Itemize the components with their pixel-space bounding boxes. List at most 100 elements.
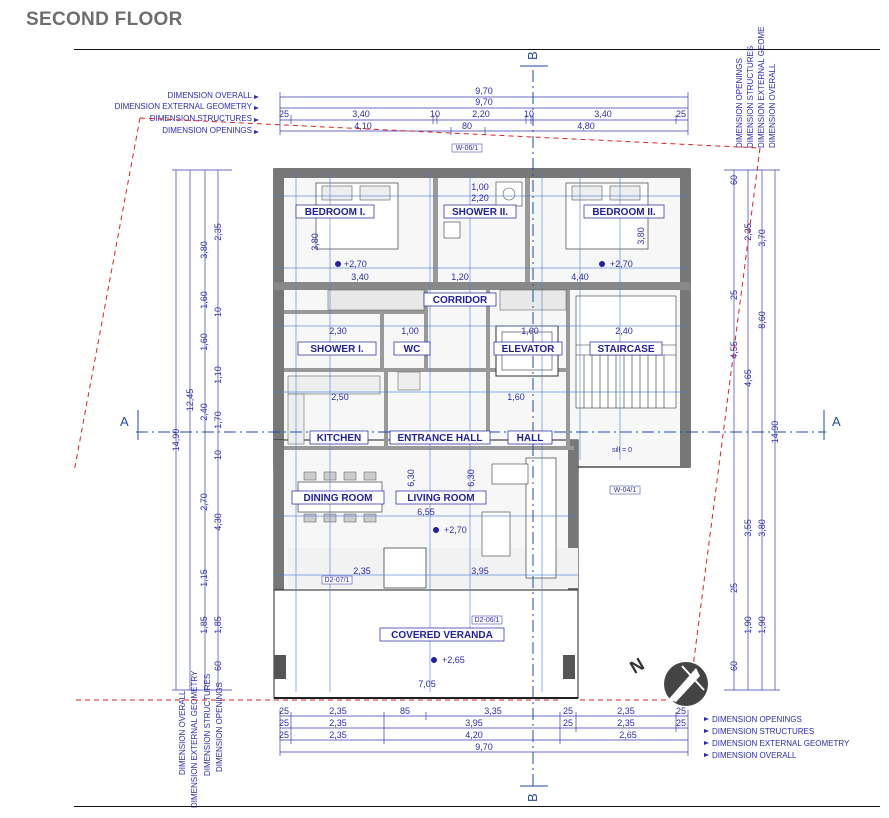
room-shower-1: SHOWER I. <box>310 344 364 355</box>
svg-text:60: 60 <box>729 175 739 185</box>
svg-text:4,40: 4,40 <box>571 272 589 282</box>
svg-text:DIMENSION OVERALL: DIMENSION OVERALL <box>768 63 777 148</box>
svg-text:2,50: 2,50 <box>331 392 349 402</box>
svg-text:25: 25 <box>279 730 289 740</box>
svg-text:2,20: 2,20 <box>471 193 489 203</box>
svg-text:10: 10 <box>213 450 223 460</box>
room-hall: HALL <box>517 433 544 444</box>
svg-text:2,65: 2,65 <box>619 730 637 740</box>
svg-text:10: 10 <box>430 109 440 119</box>
room-corridor: CORRIDOR <box>433 295 488 306</box>
red-dashed-guides <box>73 117 761 701</box>
svg-text:3,55: 3,55 <box>743 519 753 537</box>
svg-text:1,10: 1,10 <box>213 366 223 384</box>
svg-text:7,05: 7,05 <box>418 679 436 689</box>
svg-text:1,90: 1,90 <box>757 616 767 634</box>
svg-text:DIMENSION STRUCTURES: DIMENSION STRUCTURES <box>203 674 212 776</box>
svg-text:2,40: 2,40 <box>199 403 209 421</box>
svg-text:B: B <box>525 51 540 60</box>
right-dimension-values: 14,90 3,70 8,60 3,80 1,90 2,35 4,65 3,55… <box>729 175 780 671</box>
svg-text:2,35: 2,35 <box>213 223 223 241</box>
svg-text:DIMENSION OPENINGS: DIMENSION OPENINGS <box>735 58 744 148</box>
label-dimension-external-top: DIMENSION EXTERNAL GEOMETRY <box>115 102 253 111</box>
label-dimension-openings-top: DIMENSION OPENINGS <box>162 126 252 135</box>
svg-text:2,20: 2,20 <box>472 109 490 119</box>
svg-text:DIMENSION OPENINGS: DIMENSION OPENINGS <box>712 715 802 724</box>
svg-text:25: 25 <box>676 718 686 728</box>
svg-text:3,80: 3,80 <box>310 233 320 251</box>
top-dimension-values: 9,70 9,70 25 3,40 10 2,20 10 3,40 25 4,1… <box>279 86 686 131</box>
svg-text:1,70: 1,70 <box>213 411 223 429</box>
window-tags: W-06/1 D2-07/1 D2-06/1 W-04/1 <box>321 143 641 625</box>
section-markers: A A B B <box>120 51 841 802</box>
svg-text:A: A <box>120 414 129 429</box>
svg-text:9,70: 9,70 <box>475 86 493 96</box>
svg-text:25: 25 <box>563 718 573 728</box>
svg-text:10: 10 <box>524 109 534 119</box>
svg-text:1,15: 1,15 <box>199 569 209 587</box>
label-dimension-structures-top: DIMENSION STRUCTURES <box>150 114 252 123</box>
svg-text:+2,70: +2,70 <box>444 525 467 535</box>
svg-text:12,45: 12,45 <box>185 389 195 412</box>
svg-text:4,80: 4,80 <box>577 121 595 131</box>
svg-text:1,85: 1,85 <box>199 616 209 634</box>
svg-text:DIMENSION OVERALL: DIMENSION OVERALL <box>178 690 187 775</box>
bottom-dimension-legend: DIMENSION OPENINGS DIMENSION STRUCTURES … <box>704 715 850 760</box>
svg-text:DIMENSION STRUCTURES: DIMENSION STRUCTURES <box>746 46 755 148</box>
svg-text:85: 85 <box>400 706 410 716</box>
svg-text:1,60: 1,60 <box>521 326 539 336</box>
svg-text:2,30: 2,30 <box>329 326 347 336</box>
svg-text:25: 25 <box>563 706 573 716</box>
svg-text:6,30: 6,30 <box>466 469 476 487</box>
svg-text:4,55: 4,55 <box>729 341 739 359</box>
svg-text:N: N <box>626 654 647 678</box>
svg-text:2,40: 2,40 <box>615 326 633 336</box>
svg-text:2,35: 2,35 <box>329 706 347 716</box>
svg-text:3,40: 3,40 <box>352 109 370 119</box>
svg-text:80: 80 <box>462 121 472 131</box>
svg-text:DIMENSION STRUCTURES: DIMENSION STRUCTURES <box>712 727 814 736</box>
svg-text:DIMENSION EXTERNAL GEOME: DIMENSION EXTERNAL GEOME <box>757 27 766 149</box>
svg-text:60: 60 <box>213 661 223 671</box>
svg-text:1,60: 1,60 <box>199 291 209 309</box>
svg-text:4,30: 4,30 <box>213 513 223 531</box>
left-bottom-dimension-legend: DIMENSION OVERALL DIMENSION EXTERNAL GEO… <box>178 670 224 808</box>
svg-text:6,55: 6,55 <box>417 507 435 517</box>
room-labels: BEDROOM I. SHOWER II. BEDROOM II. CORRID… <box>291 204 665 642</box>
bottom-dimension-values: 25 2,35 85 3,35 25 2,35 25 25 2,35 3,95 … <box>279 706 686 752</box>
label-dimension-overall-top: DIMENSION OVERALL <box>168 91 253 100</box>
svg-text:25: 25 <box>279 718 289 728</box>
svg-text:2,70: 2,70 <box>199 493 209 511</box>
svg-text:9,70: 9,70 <box>475 742 493 752</box>
svg-text:4,65: 4,65 <box>743 369 753 387</box>
svg-text:3,70: 3,70 <box>757 229 767 247</box>
svg-text:1,60: 1,60 <box>507 392 525 402</box>
svg-text:2,35: 2,35 <box>617 718 635 728</box>
svg-text:DIMENSION OVERALL: DIMENSION OVERALL <box>712 751 797 760</box>
svg-text:3,95: 3,95 <box>471 566 489 576</box>
svg-text:+2,70: +2,70 <box>344 259 367 269</box>
svg-text:25: 25 <box>729 583 739 593</box>
level-markers: +2,70 +2,70 +2,70 +2,65 <box>335 259 633 665</box>
svg-text:3,95: 3,95 <box>465 718 483 728</box>
right-top-dimension-legend: DIMENSION OPENINGS DIMENSION STRUCTURES … <box>735 27 777 149</box>
bottom-frame-line <box>74 806 880 807</box>
svg-text:14,90: 14,90 <box>171 429 181 452</box>
svg-text:9,70: 9,70 <box>475 97 493 107</box>
svg-text:1,60: 1,60 <box>199 333 209 351</box>
svg-text:2,35: 2,35 <box>353 566 371 576</box>
room-dimensions: 3,40 3,80 4,40 3,80 2,20 1,00 1,20 2,30 … <box>310 182 646 689</box>
svg-text:6,30: 6,30 <box>406 469 416 487</box>
svg-text:3,40: 3,40 <box>351 272 369 282</box>
svg-text:DIMENSION OPENINGS: DIMENSION OPENINGS <box>215 682 224 772</box>
svg-text:DIMENSION EXTERNAL GEOMETRY: DIMENSION EXTERNAL GEOMETRY <box>712 739 850 748</box>
svg-text:DIMENSION EXTERNAL GEOMETRY: DIMENSION EXTERNAL GEOMETRY <box>190 670 199 808</box>
svg-text:3,80: 3,80 <box>757 519 767 537</box>
svg-text:2,35: 2,35 <box>617 706 635 716</box>
room-shower-2: SHOWER II. <box>452 207 508 218</box>
svg-text:2,35: 2,35 <box>743 223 753 241</box>
top-frame-line <box>74 49 880 50</box>
svg-text:4,20: 4,20 <box>465 730 483 740</box>
svg-text:10: 10 <box>213 307 223 317</box>
